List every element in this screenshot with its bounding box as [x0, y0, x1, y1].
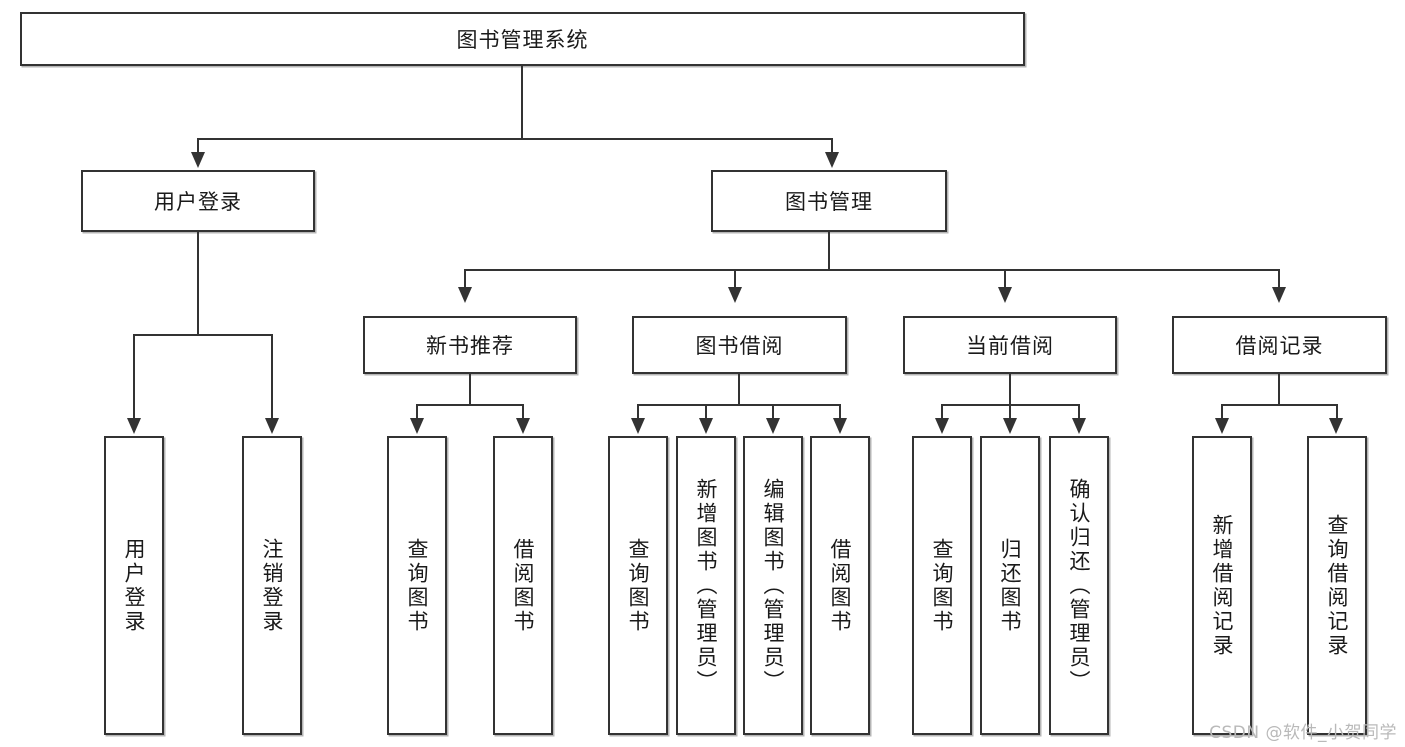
node-label: 图书管理	[785, 190, 873, 214]
node-label: 图书管理系统	[456, 28, 589, 52]
edge-user-login-branch-1	[133, 334, 135, 420]
arrow-to-new-book-recommend	[458, 287, 472, 303]
node-leaf-query-borrow-record[interactable]: 查询借阅记录	[1307, 436, 1367, 735]
edge-bb-branch-3	[772, 404, 774, 420]
edge-cb-branch-3	[1078, 404, 1080, 420]
arrow-to-leaf-query-book-2	[631, 418, 645, 434]
node-leaf-query-book-2[interactable]: 查询图书	[608, 436, 668, 735]
arrow-to-leaf-add-book	[699, 418, 713, 434]
arrow-to-leaf-query-borrow-record	[1329, 418, 1343, 434]
node-label: 用户登录	[154, 190, 242, 214]
node-leaf-borrow-book-2[interactable]: 借阅图书	[810, 436, 870, 735]
node-leaf-logout-login[interactable]: 注销登录	[242, 436, 302, 735]
edge-bm-branch-4	[1278, 269, 1280, 289]
arrow-to-leaf-borrow-book-2	[833, 418, 847, 434]
node-label: 图书借阅	[695, 334, 784, 358]
node-leaf-query-book-1[interactable]: 查询图书	[387, 436, 447, 735]
node-book-borrow[interactable]: 图书借阅	[632, 316, 847, 374]
edge-bm-branch-2	[734, 269, 736, 289]
node-label: 编辑图书（管理员）	[761, 477, 786, 694]
node-label: 新书推荐	[426, 334, 514, 358]
edge-nbr-branch-1	[416, 404, 418, 420]
arrow-to-leaf-query-book-3	[935, 418, 949, 434]
edge-root-stem	[521, 66, 523, 139]
node-label: 借阅记录	[1235, 334, 1324, 358]
node-label: 查询借阅记录	[1325, 513, 1350, 658]
edge-bb-bus	[637, 404, 841, 406]
edge-bm-branch-1	[464, 269, 466, 289]
node-label: 借阅图书	[511, 537, 536, 634]
edge-nbr-bus	[416, 404, 524, 406]
arrow-to-leaf-edit-book	[766, 418, 780, 434]
node-label: 查询图书	[930, 537, 955, 634]
arrow-to-leaf-user-login	[127, 418, 141, 434]
edge-bb-branch-4	[839, 404, 841, 420]
edge-br-stem	[1278, 374, 1280, 406]
node-borrow-record[interactable]: 借阅记录	[1172, 316, 1387, 374]
arrow-to-borrow-record	[1272, 287, 1286, 303]
edge-bb-branch-2	[705, 404, 707, 420]
arrow-to-leaf-confirm-return	[1072, 418, 1086, 434]
node-label: 归还图书	[998, 537, 1023, 634]
node-leaf-borrow-book-1[interactable]: 借阅图书	[493, 436, 553, 735]
edge-br-bus	[1221, 404, 1338, 406]
node-leaf-add-book[interactable]: 新增图书（管理员）	[676, 436, 736, 735]
edge-user-login-stem	[197, 232, 199, 336]
edge-user-login-bus	[133, 334, 273, 336]
edge-nbr-branch-2	[522, 404, 524, 420]
arrow-to-leaf-logout-login	[265, 418, 279, 434]
edge-book-management-bus	[464, 269, 1280, 271]
arrow-to-current-borrow	[998, 287, 1012, 303]
edge-bm-branch-3	[1004, 269, 1006, 289]
edge-cb-branch-2	[1009, 404, 1011, 420]
node-leaf-edit-book[interactable]: 编辑图书（管理员）	[743, 436, 803, 735]
edge-nbr-stem	[469, 374, 471, 406]
arrow-to-book-borrow	[728, 287, 742, 303]
arrow-to-leaf-add-borrow-record	[1215, 418, 1229, 434]
csdn-watermark: CSDN @软件_小贺同学	[1209, 723, 1397, 743]
arrow-to-leaf-query-book-1	[410, 418, 424, 434]
edge-root-bus	[197, 138, 833, 140]
node-label: 查询图书	[626, 537, 651, 634]
node-label: 注销登录	[260, 537, 285, 634]
arrow-to-leaf-return-book	[1003, 418, 1017, 434]
node-leaf-user-login[interactable]: 用户登录	[104, 436, 164, 735]
node-leaf-query-book-3[interactable]: 查询图书	[912, 436, 972, 735]
arrow-to-book-management	[825, 152, 839, 168]
node-user-login[interactable]: 用户登录	[81, 170, 315, 232]
edge-user-login-branch-2	[271, 334, 273, 420]
node-leaf-return-book[interactable]: 归还图书	[980, 436, 1040, 735]
node-label: 用户登录	[122, 537, 147, 634]
edge-br-branch-1	[1221, 404, 1223, 420]
node-label: 查询图书	[405, 537, 430, 634]
node-root-system[interactable]: 图书管理系统	[20, 12, 1025, 66]
edge-cb-branch-1	[941, 404, 943, 420]
node-leaf-confirm-return[interactable]: 确认归还（管理员）	[1049, 436, 1109, 735]
arrow-to-leaf-borrow-book-1	[516, 418, 530, 434]
node-new-book-recommend[interactable]: 新书推荐	[363, 316, 577, 374]
node-leaf-add-borrow-record[interactable]: 新增借阅记录	[1192, 436, 1252, 735]
node-current-borrow[interactable]: 当前借阅	[903, 316, 1117, 374]
node-book-management[interactable]: 图书管理	[711, 170, 947, 232]
node-label: 借阅图书	[828, 537, 853, 634]
arrow-to-user-login	[191, 152, 205, 168]
edge-cb-stem	[1009, 374, 1011, 406]
node-label: 确认归还（管理员）	[1067, 477, 1092, 694]
edge-root-to-book-management	[831, 138, 833, 154]
node-label: 新增图书（管理员）	[694, 477, 719, 694]
edge-br-branch-2	[1336, 404, 1338, 420]
edge-bb-branch-1	[637, 404, 639, 420]
node-label: 新增借阅记录	[1210, 513, 1235, 658]
edge-root-to-user-login	[197, 138, 199, 154]
node-label: 当前借阅	[966, 334, 1054, 358]
edge-book-management-stem	[828, 232, 830, 271]
edge-bb-stem	[738, 374, 740, 406]
